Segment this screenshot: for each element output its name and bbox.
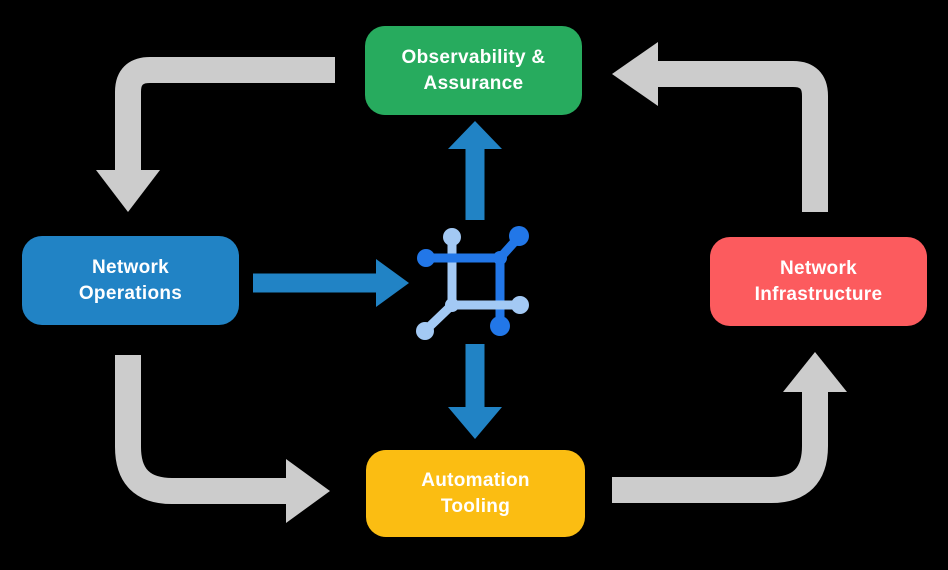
arrow-head-right-icon bbox=[286, 459, 330, 523]
node-observability-assurance: Observability & Assurance bbox=[365, 26, 582, 115]
icon-dark-corner-joint bbox=[493, 251, 507, 265]
arrow-head-down-icon bbox=[448, 407, 502, 439]
node-label: Network Operations bbox=[78, 256, 183, 304]
arrow-shaft bbox=[612, 390, 828, 503]
node-network-operations: Network Operations bbox=[22, 236, 239, 325]
node-label: Observability & Assurance bbox=[401, 46, 546, 94]
arrow-shaft bbox=[115, 355, 288, 504]
arrow-center-to-tooling bbox=[448, 344, 502, 439]
arrow-head-up-icon bbox=[448, 121, 502, 149]
node-label: Automation Tooling bbox=[421, 469, 530, 517]
node-label: Network Infrastructure bbox=[754, 257, 883, 305]
arrow-operations-to-center bbox=[253, 259, 409, 307]
icon-light-right-node bbox=[511, 296, 529, 314]
arrow-head-down-icon bbox=[96, 170, 160, 212]
icon-dark-left-node bbox=[417, 249, 435, 267]
arrow-shaft bbox=[115, 57, 335, 172]
icon-dark-topright-node bbox=[509, 226, 529, 246]
arrow-tooling-to-infrastructure bbox=[612, 352, 847, 503]
node-automation-tooling: Automation Tooling bbox=[366, 450, 585, 537]
arrow-center-to-observability bbox=[448, 121, 502, 220]
arrow-shaft bbox=[656, 61, 828, 212]
arrow-head-up-icon bbox=[783, 352, 847, 392]
icon-dark-bottom-node bbox=[490, 316, 510, 336]
icon-light-bottomleft-node bbox=[416, 322, 434, 340]
arrow-operations-to-tooling bbox=[115, 355, 330, 523]
network-nodes-icon bbox=[416, 226, 529, 340]
icon-light-top-node bbox=[443, 228, 461, 246]
node-network-infrastructure: Network Infrastructure bbox=[710, 237, 927, 326]
arrow-head-right-icon bbox=[376, 259, 409, 307]
arrow-infrastructure-to-observability bbox=[612, 42, 828, 212]
arrow-observability-to-operations bbox=[96, 57, 335, 212]
arrow-head-left-icon bbox=[612, 42, 658, 106]
